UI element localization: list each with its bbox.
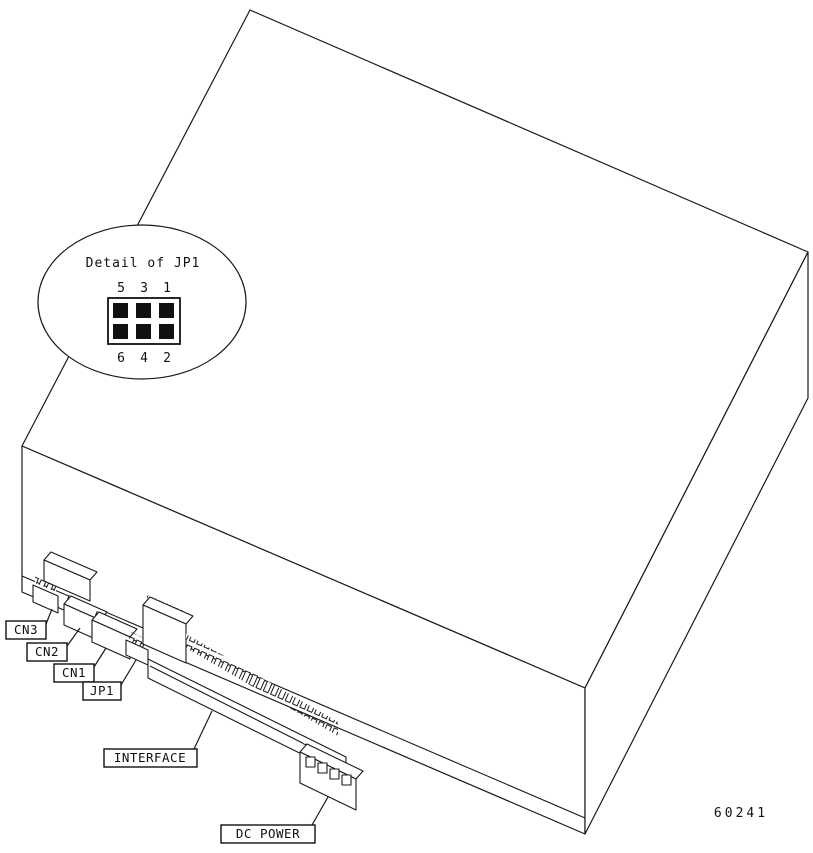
label-cn2: CN2 [26, 627, 81, 662]
jp1-pin-pad [113, 303, 128, 318]
leader-line [66, 627, 81, 647]
interface-pin-row [186, 634, 338, 736]
figure-number: 60241 [714, 806, 768, 821]
jp1-pin-number: 1 [163, 281, 171, 296]
label-interface: INTERFACE [103, 710, 213, 768]
leader-line [193, 710, 213, 750]
jp1-pin-pad [136, 303, 151, 318]
jp1-pin-pad [159, 303, 174, 318]
leader-line [120, 659, 137, 686]
leader-line [311, 796, 329, 826]
dc-power-connector [299, 742, 364, 811]
label-text: JP1 [90, 683, 114, 698]
label-dc-power: DC POWER [220, 796, 329, 844]
drive-body [21, 9, 809, 835]
drive-right-face [584, 251, 809, 835]
jp1-pin-number: 2 [163, 351, 171, 366]
jp1-pin-number: 3 [140, 281, 148, 296]
pin-row [129, 631, 146, 649]
labels: CN3 CN2 CN1 JP1 INTERFACE DC POWER [5, 608, 329, 844]
jp1-detail-callout: Detail of JP1 5 3 1 6 4 2 [37, 224, 247, 380]
label-cn1: CN1 [53, 647, 107, 683]
label-text: CN3 [14, 622, 38, 637]
header-block [142, 595, 194, 664]
pin-row [35, 573, 56, 592]
jp1-pin-pad [113, 324, 128, 339]
component-block [43, 551, 98, 602]
label-jp1: JP1 [82, 659, 137, 701]
dc-power-pin [329, 768, 340, 780]
pcb-edge-line [21, 575, 586, 819]
label-text: DC POWER [236, 826, 300, 841]
cn1-connector [91, 610, 138, 660]
jp1-pin-number: 5 [117, 281, 125, 296]
jp1-pin-number: 6 [117, 351, 125, 366]
leader-line [45, 608, 53, 625]
jp1-pin-pad [159, 324, 174, 339]
label-text: INTERFACE [114, 750, 186, 765]
jp1-pin-pad [136, 324, 151, 339]
connectors [32, 551, 364, 811]
dc-power-pin [341, 774, 352, 786]
label-cn3: CN3 [5, 608, 53, 640]
jp1-pin-number: 4 [140, 351, 148, 366]
label-text: CN2 [35, 644, 59, 659]
callout-title: Detail of JP1 [86, 256, 201, 271]
label-text: CN1 [62, 665, 86, 680]
cn3-connector [32, 573, 59, 614]
dc-power-pin [317, 762, 328, 774]
leader-line [93, 647, 107, 668]
dc-power-pin [305, 756, 316, 768]
